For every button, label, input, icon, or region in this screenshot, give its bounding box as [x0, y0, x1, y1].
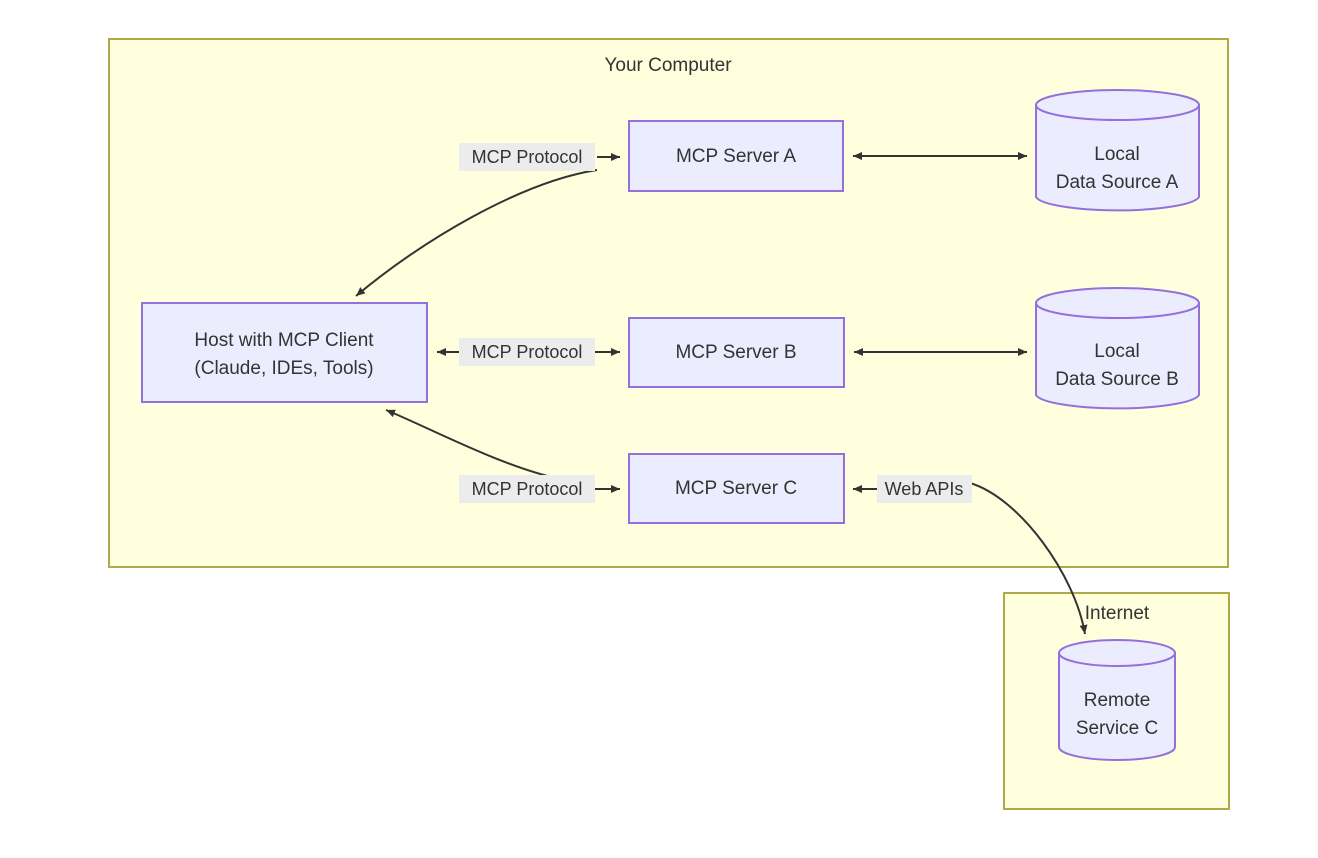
remote-service-c-cylinder-top	[1058, 639, 1176, 667]
edge-web-apis	[853, 482, 1088, 635]
internet-label: Internet	[1085, 603, 1150, 624]
data-source-b-cylinder-top	[1035, 287, 1200, 319]
remote-service-c-label-line-2: Service C	[1076, 718, 1158, 739]
edge-label-text-mcp-protocol-c: MCP Protocol	[472, 479, 583, 499]
server-b-label: MCP Server B	[675, 342, 796, 363]
internet-boundary	[1003, 592, 1230, 810]
edge-label-mcp-protocol-a: MCP Protocol	[459, 143, 595, 171]
remote-service-c-cylinder-body[interactable]	[1058, 652, 1176, 761]
edge-label-text-mcp-protocol-b: MCP Protocol	[472, 342, 583, 362]
remote-service-c-label-line-1: Remote	[1084, 690, 1151, 711]
edge-line-server-c-to-host	[385, 409, 561, 480]
server-c-label: MCP Server C	[675, 478, 797, 499]
edge-label-bg-mcp-protocol-a	[459, 143, 595, 171]
edge-label-mcp-protocol-b: MCP Protocol	[459, 338, 595, 366]
node-mcp-server-c[interactable]: MCP Server C	[628, 453, 845, 524]
edge-line-web-apis-to-remote-service	[969, 482, 1088, 635]
data-source-a-cylinder-body[interactable]	[1035, 104, 1200, 212]
edge-mcp-protocol-server-a	[355, 153, 620, 297]
edge-label-text-mcp-protocol-a: MCP Protocol	[472, 147, 583, 167]
node-local-data-source-a[interactable]: Local Data Source A	[1035, 89, 1200, 212]
data-source-b-cylinder-body[interactable]	[1035, 302, 1200, 410]
node-mcp-server-b[interactable]: MCP Server B	[628, 317, 845, 388]
host-label-line-1: Host with MCP Client	[194, 330, 374, 351]
edge-label-bg-mcp-protocol-c	[459, 475, 595, 503]
edge-mcp-protocol-server-c	[385, 409, 620, 493]
your-computer-label: Your Computer	[604, 55, 732, 76]
host-label-line-2: (Claude, IDEs, Tools)	[194, 358, 373, 379]
data-source-a-label-line-2: Data Source A	[1056, 172, 1179, 193]
data-source-b-label-line-2: Data Source B	[1055, 369, 1179, 390]
edge-label-mcp-protocol-c: MCP Protocol	[459, 475, 595, 503]
edge-line-server-a-to-host	[355, 169, 598, 297]
data-source-b-label-line-1: Local	[1094, 341, 1139, 362]
node-host-with-mcp-client[interactable]: Host with MCP Client (Claude, IDEs, Tool…	[141, 302, 428, 403]
edge-label-bg-web-apis	[877, 475, 972, 503]
data-source-a-label-line-1: Local	[1094, 144, 1139, 165]
data-source-a-cylinder-top	[1035, 89, 1200, 121]
node-mcp-server-a[interactable]: MCP Server A	[628, 120, 844, 192]
node-local-data-source-b[interactable]: Local Data Source B	[1035, 287, 1200, 410]
server-b-box[interactable]	[628, 317, 845, 388]
node-remote-service-c[interactable]: Remote Service C	[1058, 639, 1176, 761]
group-internet: Internet	[1003, 592, 1230, 810]
edge-label-text-web-apis: Web APIs	[885, 479, 964, 499]
server-a-box[interactable]	[628, 120, 844, 192]
edge-label-web-apis: Web APIs	[877, 475, 972, 503]
server-a-label: MCP Server A	[676, 146, 796, 167]
server-c-box[interactable]	[628, 453, 845, 524]
edge-label-bg-mcp-protocol-b	[459, 338, 595, 366]
host-box[interactable]	[141, 302, 428, 403]
